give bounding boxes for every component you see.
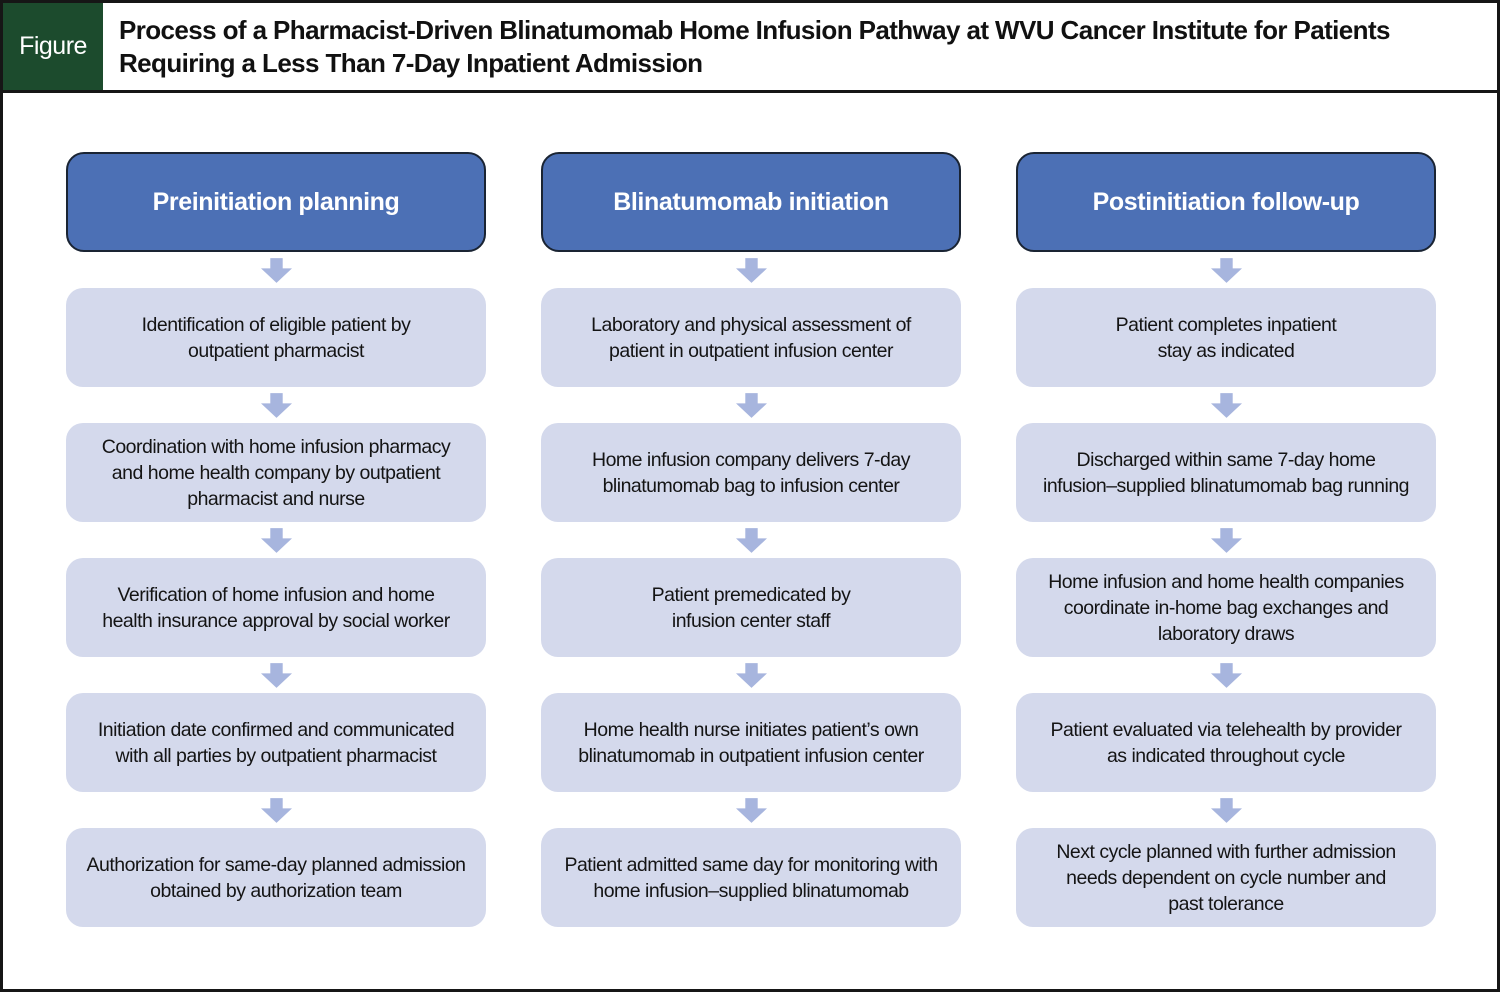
step-text: Home health nurse initiates patient’s ow… [578, 718, 924, 767]
step-box: Patient admitted same day for monitoring… [541, 828, 961, 927]
down-arrow-icon [735, 257, 767, 283]
step-box: Home infusion and home health companies … [1016, 558, 1436, 657]
column-header: Preinitiation planning [66, 152, 486, 252]
arrow-zone [541, 792, 961, 828]
step-box: Next cycle planned with further admissio… [1016, 828, 1436, 927]
down-arrow-icon [260, 392, 292, 418]
column-header-label: Preinitiation planning [152, 187, 400, 216]
flowchart: Preinitiation planning Identification of… [3, 93, 1497, 989]
column-header-label: Blinatumomab initiation [613, 187, 889, 216]
column-header-label: Postinitiation follow-up [1092, 187, 1360, 216]
arrow-zone [66, 657, 486, 693]
arrow-zone [66, 252, 486, 288]
arrow-zone [541, 252, 961, 288]
step-box: Initiation date confirmed and communicat… [66, 693, 486, 792]
step-text: Patient premedicated by infusion center … [651, 583, 851, 632]
arrow-zone [541, 387, 961, 423]
figure-title: Process of a Pharmacist-Driven Blinatumo… [119, 14, 1390, 78]
step-text: Discharged within same 7-day home infusi… [1042, 448, 1410, 497]
step-box: Discharged within same 7-day home infusi… [1016, 423, 1436, 522]
step-text: Home infusion company delivers 7-day bli… [592, 448, 911, 497]
arrow-zone [1016, 792, 1436, 828]
down-arrow-icon [735, 392, 767, 418]
title-bar: Figure Process of a Pharmacist-Driven Bl… [3, 3, 1497, 93]
step-box: Home infusion company delivers 7-day bli… [541, 423, 961, 522]
step-text: Initiation date confirmed and communicat… [97, 718, 455, 767]
down-arrow-icon [1210, 797, 1242, 823]
figure-label: Figure [3, 3, 103, 90]
column-preinitiation-planning: Preinitiation planning Identification of… [66, 152, 486, 989]
step-text: Patient completes inpatient stay as indi… [1115, 313, 1337, 362]
arrow-zone [1016, 252, 1436, 288]
column-header: Postinitiation follow-up [1016, 152, 1436, 252]
down-arrow-icon [1210, 392, 1242, 418]
step-text: Verification of home infusion and home h… [102, 583, 450, 632]
step-text: Patient admitted same day for monitoring… [564, 853, 938, 902]
down-arrow-icon [1210, 257, 1242, 283]
arrow-zone [1016, 387, 1436, 423]
step-box: Home health nurse initiates patient’s ow… [541, 693, 961, 792]
step-box: Patient premedicated by infusion center … [541, 558, 961, 657]
column-blinatumomab-initiation: Blinatumomab initiation Laboratory and p… [541, 152, 961, 989]
arrow-zone [66, 522, 486, 558]
down-arrow-icon [260, 527, 292, 553]
step-text: Coordination with home infusion pharmacy… [101, 435, 451, 510]
step-text: Home infusion and home health companies … [1048, 570, 1404, 645]
arrow-zone [66, 792, 486, 828]
step-box: Patient evaluated via telehealth by prov… [1016, 693, 1436, 792]
down-arrow-icon [735, 662, 767, 688]
step-box: Authorization for same-day planned admis… [66, 828, 486, 927]
step-text: Authorization for same-day planned admis… [86, 853, 466, 902]
down-arrow-icon [1210, 662, 1242, 688]
down-arrow-icon [260, 257, 292, 283]
step-box: Patient completes inpatient stay as indi… [1016, 288, 1436, 387]
arrow-zone [541, 522, 961, 558]
column-postinitiation-follow-up: Postinitiation follow-up Patient complet… [1016, 152, 1436, 989]
step-box: Identification of eligible patient by ou… [66, 288, 486, 387]
step-text: Patient evaluated via telehealth by prov… [1050, 718, 1402, 767]
down-arrow-icon [735, 527, 767, 553]
step-text: Identification of eligible patient by ou… [141, 313, 411, 362]
down-arrow-icon [260, 662, 292, 688]
arrow-zone [541, 657, 961, 693]
step-box: Laboratory and physical assessment of pa… [541, 288, 961, 387]
down-arrow-icon [1210, 527, 1242, 553]
arrow-zone [66, 387, 486, 423]
step-box: Verification of home infusion and home h… [66, 558, 486, 657]
arrow-zone [1016, 522, 1436, 558]
arrow-zone [1016, 657, 1436, 693]
down-arrow-icon [735, 797, 767, 823]
down-arrow-icon [260, 797, 292, 823]
step-text: Next cycle planned with further admissio… [1056, 840, 1396, 915]
column-header: Blinatumomab initiation [541, 152, 961, 252]
step-box: Coordination with home infusion pharmacy… [66, 423, 486, 522]
step-text: Laboratory and physical assessment of pa… [591, 313, 911, 362]
